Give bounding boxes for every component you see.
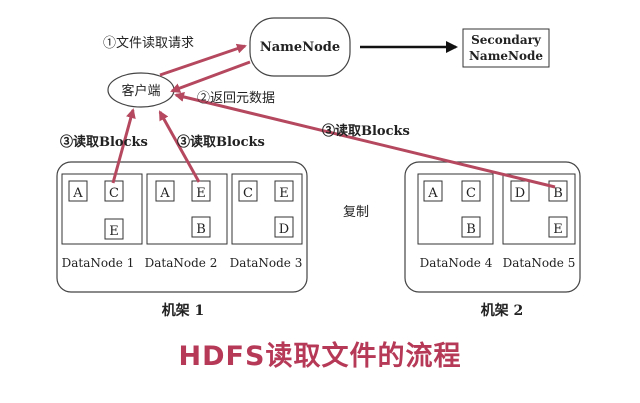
- step-read-label-1: ③读取Blocks: [60, 134, 148, 150]
- client-label: 客户端: [121, 83, 160, 99]
- rack-1-label: 机架 1: [162, 302, 205, 319]
- datanode-label: DataNode 5: [503, 256, 576, 270]
- block-e: E: [553, 222, 563, 237]
- secondary-label-line1: Secondary: [471, 33, 542, 47]
- datanode-label: DataNode 1: [62, 256, 135, 270]
- block-e: E: [109, 224, 119, 239]
- block-a: A: [427, 186, 438, 201]
- datanode-label: DataNode 3: [230, 256, 303, 270]
- block-a: A: [159, 186, 170, 201]
- metadata-arrow: [170, 60, 251, 93]
- rack-1-frame: [56, 161, 308, 293]
- replicate-label: 复制: [343, 205, 369, 220]
- secondary-namenode: Secondary NameNode: [462, 28, 550, 68]
- block-b: B: [196, 222, 206, 237]
- block-c: C: [466, 186, 476, 201]
- datanode-label: DataNode 2: [145, 256, 218, 270]
- block-c: C: [243, 186, 253, 201]
- datanode-5: D B E DataNode 5: [502, 173, 576, 270]
- step-request-label: ①文件读取请求: [103, 36, 194, 51]
- block-e: E: [279, 186, 289, 201]
- namenode: NameNode: [249, 17, 351, 77]
- step-read-label-3: ③读取Blocks: [322, 123, 410, 139]
- caption-title: HDFS读取文件的流程: [178, 341, 462, 372]
- read-arrow-dn2: [158, 110, 201, 183]
- datanode-2: A E B DataNode 2: [145, 173, 228, 270]
- block-b: B: [553, 186, 563, 201]
- client: 客户端: [107, 72, 175, 108]
- block-d: D: [279, 222, 289, 237]
- datanode-4: A C B DataNode 4: [417, 173, 494, 270]
- block-e: E: [196, 186, 206, 201]
- read-arrow-dn1: [111, 108, 136, 184]
- datanode-3: C E D DataNode 3: [230, 173, 303, 270]
- rack-2-label: 机架 2: [481, 302, 524, 319]
- namenode-label: NameNode: [260, 40, 340, 55]
- secondary-label-line2: NameNode: [469, 49, 543, 63]
- block-c: C: [109, 186, 119, 201]
- datanode-label: DataNode 4: [420, 256, 493, 270]
- block-a: A: [72, 186, 83, 201]
- request-arrow: [159, 43, 247, 77]
- rack-2-frame: [404, 161, 581, 293]
- datanode-1: A C E DataNode 1: [61, 173, 143, 270]
- step-read-label-2: ③读取Blocks: [177, 134, 265, 150]
- step-metadata-label: ②返回元数据: [197, 91, 275, 106]
- read-arrow-dn5: [174, 92, 556, 189]
- block-b: B: [466, 222, 476, 237]
- block-d: D: [515, 186, 525, 201]
